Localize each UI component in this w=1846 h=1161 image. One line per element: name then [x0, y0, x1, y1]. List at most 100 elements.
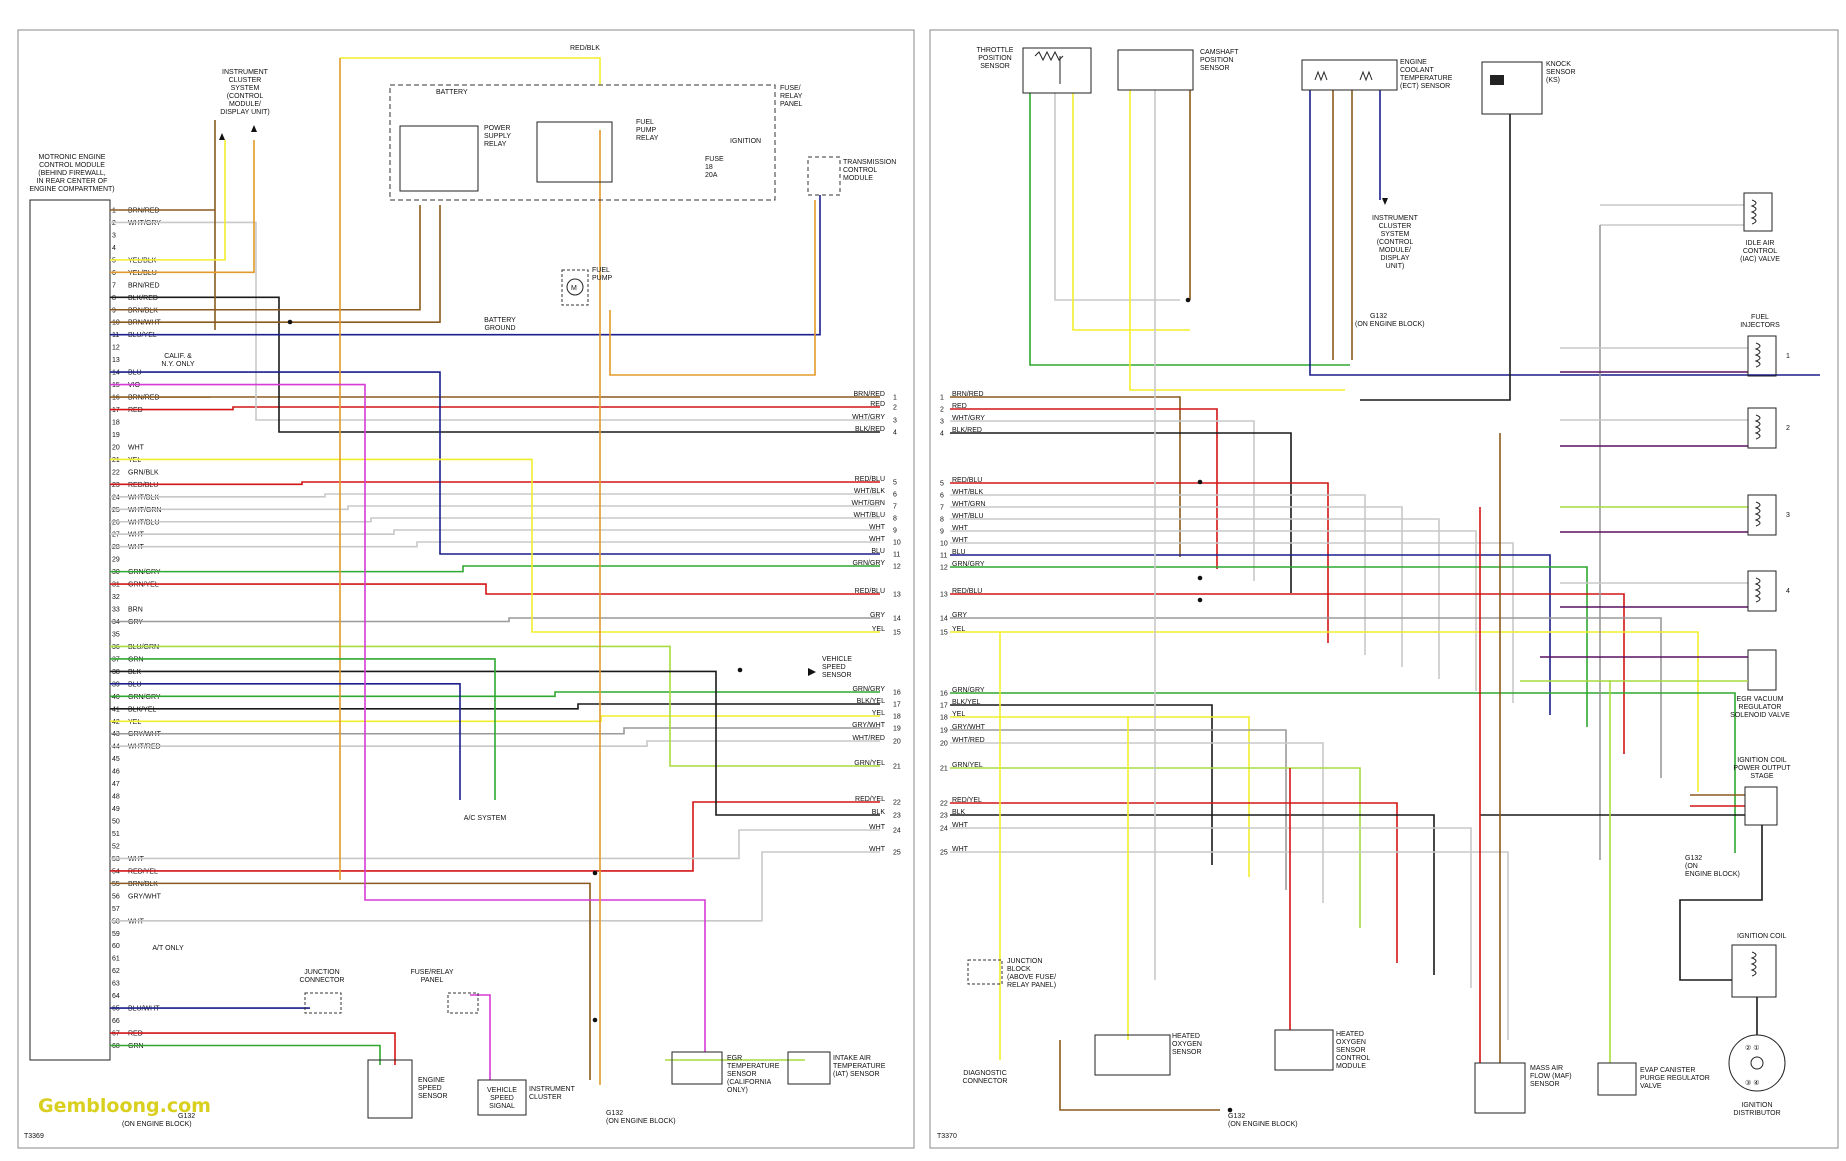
right-edge-wire-label: WHT/BLK [952, 489, 983, 496]
right-edge-pin-number: 20 [940, 741, 948, 748]
left-edge-pin-number: 8 [893, 516, 897, 523]
right-edge-pin-number: 7 [940, 505, 944, 512]
wire-yel-cluster [110, 140, 226, 261]
right-harness-wire [950, 827, 1472, 988]
right-edge-wire-label: WHT [952, 846, 969, 853]
ecm-pin-wire-label: WHT [128, 918, 145, 925]
right-harness-wire [950, 767, 1361, 928]
left-harness-wire [110, 493, 880, 498]
ecm-pin-wire-label: VIO [128, 382, 141, 389]
ecm-pin-number: 38 [112, 669, 120, 676]
injector-number: 2 [1786, 425, 1790, 432]
left-edge-wire-label: BLK [872, 809, 886, 816]
ecm-pin-wire-label: YEL/BLU [128, 270, 157, 277]
injector-box [1747, 570, 1777, 612]
left-harness-wire [110, 715, 880, 723]
left-edge-pin-number: 7 [893, 504, 897, 511]
splice-dot [287, 319, 293, 325]
right-edge-pin-number: 2 [940, 407, 944, 414]
right-edge-pin-number: 23 [940, 813, 948, 820]
vss-signal-box [477, 1079, 527, 1116]
ecm-pin-number: 35 [112, 631, 120, 638]
left-harness-wire [110, 645, 880, 767]
left-edge-wire-label: BLU [871, 548, 885, 555]
right-harness-wire [950, 482, 1329, 643]
ecm-pin-wire-label: WHT/BLU [128, 519, 160, 526]
ecm-pin-number: 55 [112, 881, 120, 888]
left-harness-wire [110, 481, 880, 486]
right-edge-wire-label: YEL [952, 711, 965, 718]
injector-number: 3 [1786, 512, 1790, 519]
left-edge-wire-label: WHT [869, 524, 886, 531]
wire-ign-coil [1679, 825, 1763, 981]
left-edge-wire-label: GRN/GRY [852, 560, 885, 567]
left-edge-wire-label: GRY/WHT [852, 722, 886, 729]
right-harness-wire [950, 704, 1213, 865]
ign-coil-winding-icon [1750, 951, 1757, 977]
left-edge-wire-label: WHT/RED [852, 735, 885, 742]
ecm-pin-number: 6 [112, 270, 116, 277]
ecm-pin-wire-label: WHT [128, 856, 145, 863]
right-edge-pin-number: 17 [940, 703, 948, 710]
left-edge-wire-label: WHT/BLU [854, 512, 886, 519]
ecm-pin-wire-label: WHT [128, 544, 145, 551]
ecm-pin-number: 4 [112, 245, 116, 252]
ecm-pin-number: 22 [112, 469, 120, 476]
distributor-cap-icon [1728, 1034, 1786, 1092]
injector-coil-icon [1754, 414, 1761, 440]
left-harness-wire [110, 740, 880, 748]
ecm-pin-number: 36 [112, 644, 120, 651]
left-harness-wire [110, 406, 880, 411]
right-edge-wire-label: GRN/GRY [952, 687, 985, 694]
ecm-pin-wire-label: RED [128, 1031, 143, 1038]
left-edge-pin-number: 2 [893, 405, 897, 412]
right-edge-wire-label: GRN/YEL [952, 762, 983, 769]
right-harness-wire [950, 494, 1366, 655]
wire-knock-blk [1360, 114, 1511, 401]
right-harness-wire [950, 593, 1625, 754]
right-edge-wire-label: WHT/GRN [952, 501, 985, 508]
left-edge-wire-label: RED/YEL [855, 796, 885, 803]
wire-tps-1 [1029, 93, 1350, 366]
left-edge-wire-label: RED/BLU [855, 588, 885, 595]
ecm-pin-wire-label: BLU/WHT [128, 1006, 160, 1013]
ecm-pin-number: 34 [112, 619, 120, 626]
right-edge-wire-label: WHT [952, 537, 969, 544]
ecm-pin-number: 39 [112, 681, 120, 688]
ecm-pin-number: 8 [112, 295, 116, 302]
left-panel-edge-connector: 1BRN/RED2RED3WHT/GRY4BLK/RED5RED/BLU6WHT… [852, 391, 901, 857]
right-edge-pin-number: 9 [940, 529, 944, 536]
left-edge-wire-label: BRN/RED [853, 391, 885, 398]
ecm-pin-number: 57 [112, 906, 120, 913]
fuse-relay-panel2-box [447, 992, 479, 1014]
maf-sensor-box [1474, 1062, 1526, 1114]
left-edge-wire-label: GRN/YEL [854, 760, 885, 767]
splice-dot [592, 870, 598, 876]
left-edge-wire-label: YEL [872, 626, 885, 633]
injector-coil-icon [1754, 501, 1761, 527]
splice-dot [1197, 479, 1203, 485]
ecm-pin-number: 25 [112, 507, 120, 514]
left-harness-wire [110, 505, 880, 511]
ecm-pin-number: 19 [112, 432, 120, 439]
tps-resistor-icon [1034, 50, 1064, 84]
distributor-terminals: ② ① [1745, 1044, 1760, 1052]
splice-dot [1227, 1107, 1233, 1113]
right-edge-pin-number: 21 [940, 766, 948, 773]
ecm-pin-wire-label: BRN/BLK [128, 307, 158, 314]
ecm-pin-wire-label: BLU/YEL [128, 332, 157, 339]
left-edge-pin-number: 15 [893, 630, 901, 637]
ecm-pin-number: 2 [112, 220, 116, 227]
ecm-pin-number: 52 [112, 843, 120, 850]
distributor-rotor-icon [1750, 1056, 1764, 1070]
calif-ny-label: CALIF. &N.Y. ONLY [161, 353, 195, 368]
wire-tps-3 [1072, 93, 1190, 331]
wire-cmp-1 [1129, 90, 1345, 391]
left-harness-wire [110, 458, 880, 633]
power-supply-relay [399, 125, 479, 192]
